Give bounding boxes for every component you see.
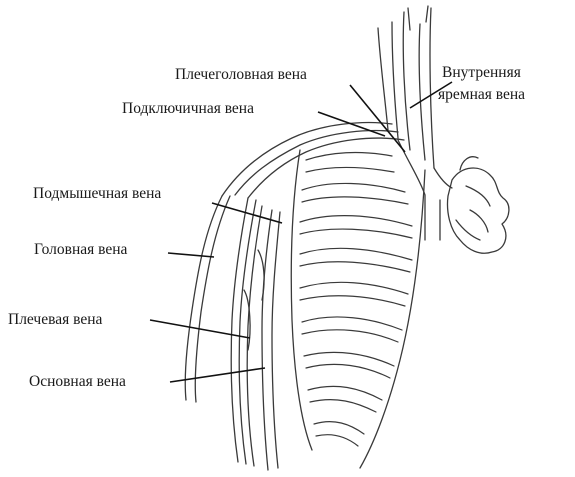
leader-brachial	[149, 319, 251, 339]
label-subclavian-vein: Подключичная вена	[122, 100, 254, 117]
leader-lines	[149, 81, 453, 383]
leader-basilic	[169, 367, 266, 383]
rib-cage	[290, 149, 426, 469]
leader-brachiocephalic	[349, 84, 406, 153]
label-brachiocephalic-vein: Плечеголовная вена	[175, 66, 307, 83]
leader-internal-jugular	[409, 81, 453, 109]
label-internal-jugular-vein-line1: Внутренняя	[442, 64, 521, 81]
heart-outline	[446, 156, 510, 254]
label-basilic-vein: Основная вена	[29, 373, 126, 390]
label-cephalic-vein: Головная вена	[34, 241, 128, 258]
label-brachial-vein: Плечевая вена	[8, 311, 103, 328]
leader-axillary	[211, 202, 283, 224]
label-internal-jugular-vein-line2: яремная вена	[438, 86, 526, 103]
leader-subclavian	[317, 111, 386, 137]
arm-veins	[184, 195, 281, 471]
leader-cephalic	[167, 252, 215, 258]
label-axillary-vein: Подмышечная вена	[33, 185, 162, 202]
neck-veins	[377, 5, 435, 169]
